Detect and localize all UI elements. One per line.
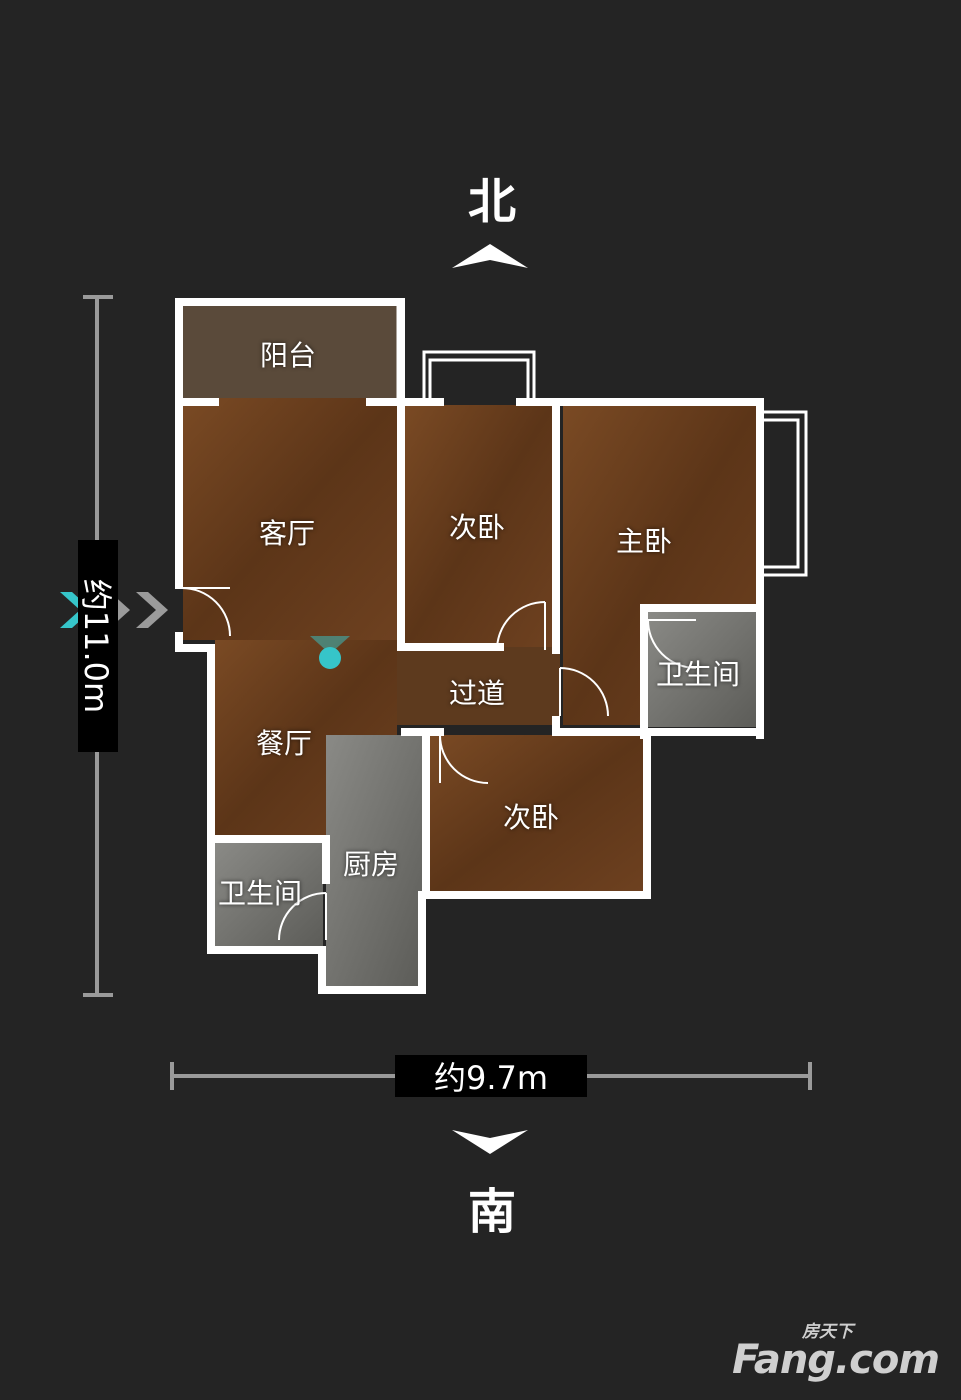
- balcony-label: 阳台: [260, 339, 317, 372]
- bedroom-north-floor: [405, 405, 552, 647]
- bedroom-south-label: 次卧: [503, 801, 560, 834]
- bathroom-west-label: 卫生间: [218, 877, 303, 910]
- dining-room-label: 餐厅: [256, 727, 313, 760]
- south-arrow-icon: [452, 1130, 528, 1154]
- viewpoint-marker-icon: [310, 636, 350, 669]
- bay-windows: [396, 306, 808, 577]
- north-label: 北: [467, 174, 516, 230]
- balcony-floor: [183, 306, 397, 398]
- bedroom-south-floor: [430, 735, 645, 895]
- logo-main-text: Fang.com: [732, 1337, 940, 1383]
- master-bedroom-label: 主卧: [616, 525, 673, 558]
- walls: [175, 298, 764, 994]
- width-dimension-label: 约9.7m: [395, 1055, 587, 1097]
- fang-logo: 房天下 Fang.com: [732, 1317, 940, 1383]
- north-arrow-icon: [452, 244, 528, 268]
- corridor-label: 过道: [449, 677, 506, 710]
- logo-top-text: 房天下: [802, 1322, 853, 1342]
- kitchen-floor: [326, 735, 422, 987]
- bathroom-east-floor: [648, 612, 756, 727]
- height-dimension-box: 约11.0m: [77, 540, 118, 752]
- bathroom-east-label: 卫生间: [656, 658, 741, 691]
- corridor-floor: [397, 647, 560, 725]
- height-dimension-label: 约11.0m: [77, 578, 115, 714]
- bedroom-north-label: 次卧: [449, 511, 506, 544]
- kitchen-label: 厨房: [343, 848, 400, 881]
- living-room-floor: [183, 398, 397, 640]
- living-room-label: 客厅: [259, 517, 316, 550]
- bathroom-west-floor: [215, 843, 323, 947]
- south-label: 南: [467, 1184, 516, 1240]
- doors: [181, 587, 697, 941]
- room-floors: [183, 306, 756, 987]
